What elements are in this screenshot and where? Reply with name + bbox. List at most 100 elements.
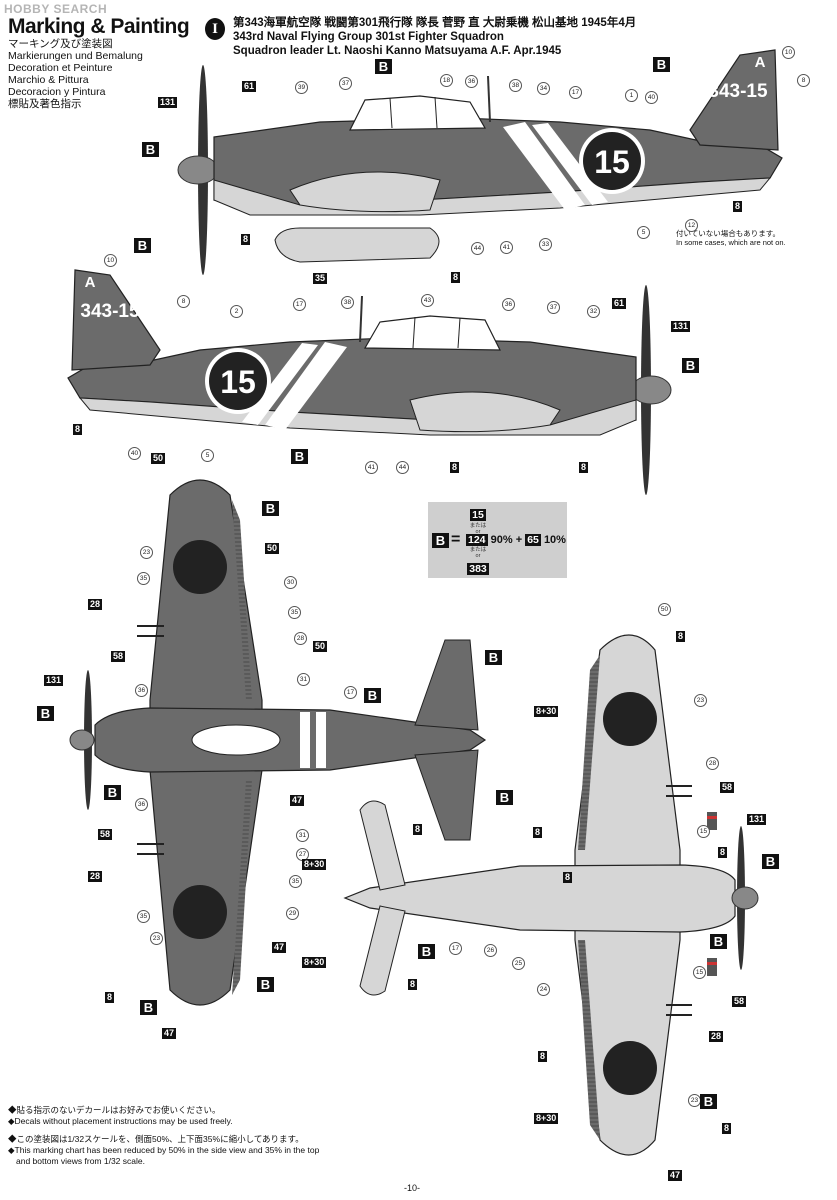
canopy-top [191,724,281,756]
callout-circle: 24 [537,983,550,996]
callout-circle: 40 [128,447,141,460]
tail-code: 343-15 [80,301,140,322]
notes-block: ◆貼る指示のないデカールはお好みでお使いください。 ◆Decals withou… [8,1105,319,1167]
callout-badge: 47 [162,1028,177,1039]
callout-circle: 23 [150,932,163,945]
callout-circle: 1 [625,89,638,102]
bottom-view [343,634,759,1156]
callout-circle: 36 [135,684,148,697]
aileron-hatch [232,780,252,995]
vertical-tail [689,49,779,151]
color-b-marker: B [291,449,308,464]
color-b-marker: B [485,650,502,665]
spinner [630,375,672,405]
color-b-marker: B [700,1094,717,1109]
callout-badge: 131 [671,321,691,332]
tail-code: 343-15 [708,81,768,102]
title-line-it: Marchio & Pittura [8,74,89,86]
hinomaru [209,352,267,410]
horizontal-stabilizer-lower [359,800,406,891]
antenna-mast [359,295,363,343]
page-number: -10- [404,1183,421,1193]
mix-or-jp: または [469,523,487,529]
color-b-marker: B [375,59,392,74]
side-note: 付いていない場合もあります。 In some cases, which are … [676,229,786,247]
color-mix-box: B = 15 または or 124 90% + 65 10% または or 38… [428,502,567,578]
callout-badge: 8 [408,979,418,990]
callout-badge: 50 [265,543,280,554]
fuselage-stripe [265,342,347,430]
callout-badge: 61 [612,298,627,309]
color-b-marker: B [262,501,279,516]
callout-badge: 50 [151,453,166,464]
spinner [731,886,759,910]
callout-badge: 8 [105,992,115,1003]
callout-circle: 5 [201,449,214,462]
callout-badge: 8 [413,824,423,835]
fuselage-stripe [503,122,585,210]
fuselage-lower [343,864,736,933]
page-title: Marking & Painting [8,15,190,38]
callout-circle: 25 [512,957,525,970]
wing-hinomaru [603,1041,657,1095]
aileron-hatch [578,940,600,1140]
vertical-tail [71,269,161,371]
hinomaru [583,132,641,190]
title-line-es: Decoracion y Pintura [8,86,106,98]
mix-equals: = [451,531,461,548]
callout-circle: 10 [782,46,795,59]
watermark-text: HOBBY SEARCH [4,2,108,16]
callout-circle: 35 [137,910,150,923]
callout-badge: 58 [111,651,126,662]
horizontal-stabilizer-lower [359,905,406,996]
callout-badge: 8 [733,201,743,212]
callout-circle: 44 [396,461,409,474]
side-note-jp: 付いていない場合もあります。 [676,229,781,238]
wing-hinomaru [173,885,227,939]
color-b-marker: B [710,934,727,949]
fuselage-band [316,712,326,768]
callout-circle: 30 [284,576,297,589]
callout-badge: 8 [563,872,573,883]
callout-badge: 8 [676,631,686,642]
spinner [177,155,219,185]
spinner [69,729,95,751]
callout-badge: 28 [709,1031,724,1042]
callout-badge: 8 [533,827,543,838]
color-b-marker: B [257,977,274,992]
fuselage-number: 15 [220,364,256,400]
callout-circle: 36 [135,798,148,811]
canopy [349,95,487,131]
callout-badge: 8 [241,234,251,245]
callout-badge: 8 [579,462,589,473]
color-b-marker: B [496,790,513,805]
callout-combo: 8+30 [302,957,327,968]
callout-badge: 131 [44,675,64,686]
callout-badge: 47 [290,795,305,806]
callout-badge: 58 [732,996,747,1007]
callout-badge: 47 [272,942,287,953]
callout-circle: 18 [440,74,453,87]
title-line-cn: 標貼及著色指示 [8,98,82,110]
callout-badge: 8 [450,462,460,473]
canopy [363,315,501,351]
side-view-left-profile: 15 343-15 A [177,49,783,275]
color-b-marker: B [142,142,159,157]
callout-badge: 28 [88,871,103,882]
mix-letter: B [432,533,449,548]
callout-badge: 8 [73,424,83,435]
callout-badge: 8 [538,1051,548,1062]
wing-root [409,391,561,433]
mix-percent-1: 90% [490,534,513,546]
tail-letter: A [755,54,766,71]
wing-hinomaru [603,692,657,746]
mix-code-stack: 15 または or [466,505,490,535]
fuselage-number: 15 [594,144,630,180]
callout-circle: 12 [685,219,698,232]
callout-badge: 8 [718,847,728,858]
callout-badge: 50 [313,641,328,652]
note-2-jp: ◆この塗装図は1/32スケールを、側面50%、上下面35%に縮小してあります。 [8,1134,304,1144]
color-b-marker: B [104,785,121,800]
callout-circle: 31 [297,673,310,686]
